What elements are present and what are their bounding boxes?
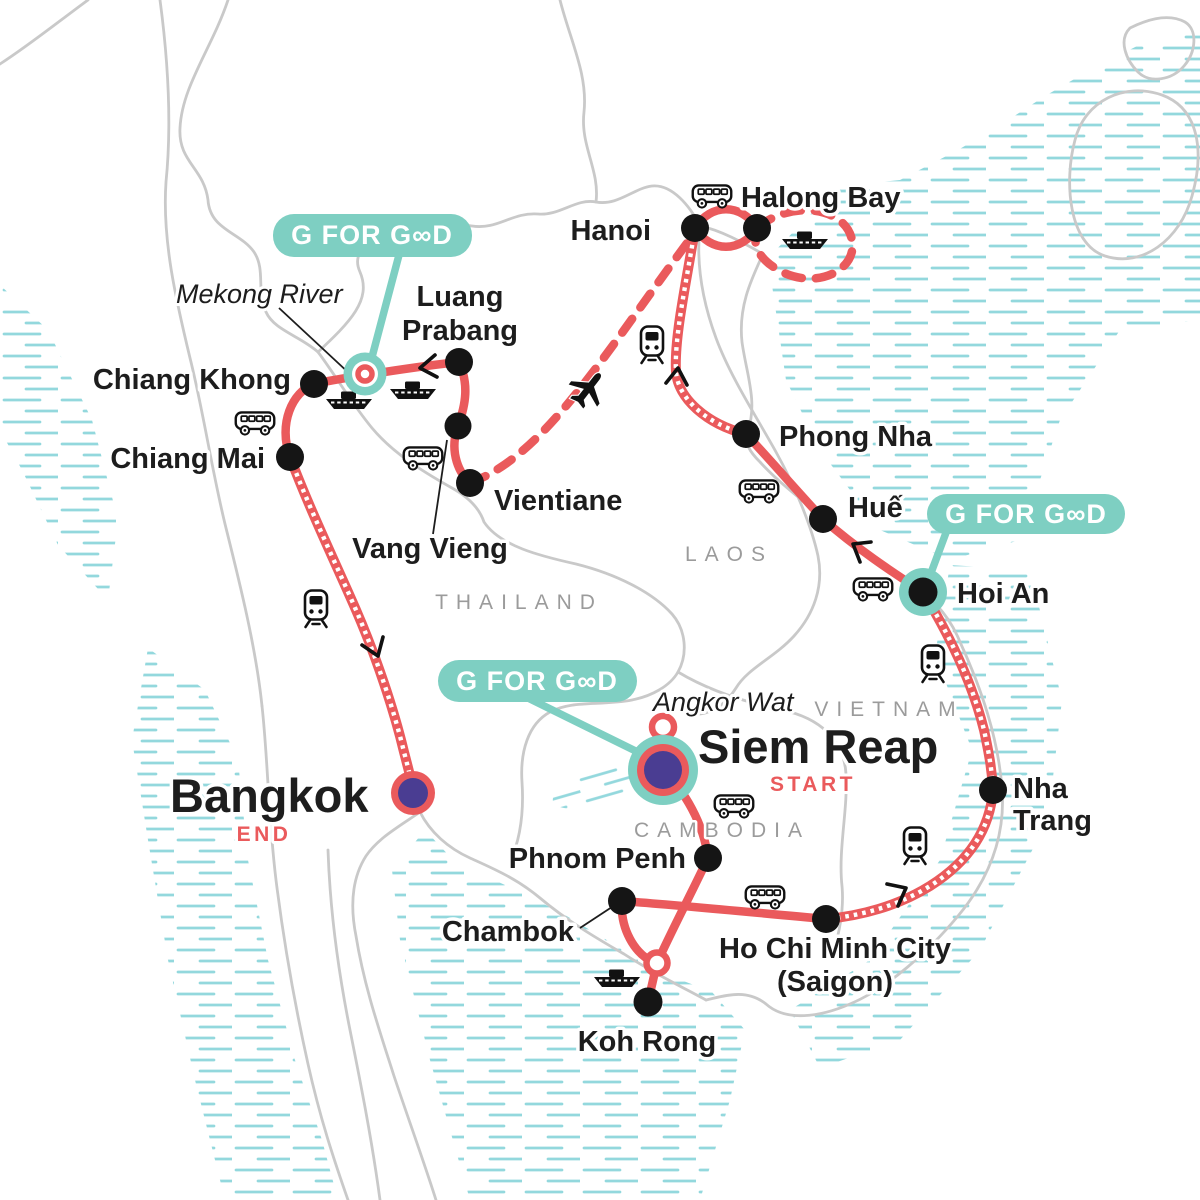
ho-chi-minh-marker [812,905,840,933]
chambok-pointer [579,904,616,929]
g-for-good-badge-label: G FOR G∞D [945,499,1107,529]
hanoi-label: Hanoi [570,215,651,247]
country-label-thailand: THAILAND [435,591,603,614]
route-chiang-khong-luang-prabang [309,357,464,389]
hainan-island [1068,89,1200,261]
landmark-labels: Mekong River Angkor Wat [173,276,798,720]
halong-bay-marker [743,214,771,242]
g-for-good-badges: G FOR G∞D G FOR G∞D G FOR G∞D [273,214,1125,702]
vang-vieng-marker [444,412,472,440]
bus-icon [852,577,894,602]
g-for-good-badge-label: G FOR G∞D [456,666,618,696]
koh-rong-marker [633,987,663,1017]
ho-chi-minh-label-line1: Ho Chi Minh City [719,933,951,965]
andaman-sea-water [132,648,338,1200]
train-icon [920,644,946,684]
route-halong-bay-cruise-loop [751,206,857,283]
chiang-khong-label: Chiang Khong [93,364,291,396]
hoi-an-marker [899,568,947,616]
bus-icon [713,794,755,819]
ho-chi-minh-label-line2: (Saigon) [777,966,893,998]
koh-rong-label: Koh Rong [578,1026,717,1058]
phnom-penh-label: Phnom Penh [509,843,686,875]
country-label-vietnam: VIETNAM [814,698,963,721]
chiang-khong-marker [300,370,328,398]
chambok-marker [608,887,636,915]
luang-prabang-marker [445,348,473,376]
luang-prabang-label-line2: Prabang [402,315,518,347]
bangkok-label: Bangkok [170,769,369,822]
g-for-good-badge: G FOR G∞D [927,494,1125,534]
siem-reap-start-marker [628,735,698,805]
halong-bay-label: Halong Bay [741,182,901,214]
hoi-an-label: Hoi An [957,578,1049,610]
city-markers [276,214,1007,1017]
phong-nha-marker [732,420,760,448]
route-rail-nha-trang-ho-chi-minh [821,785,998,924]
g-for-good-badge: G FOR G∞D [273,214,472,257]
train-icon [303,589,329,629]
phnom-penh-marker [694,844,722,872]
bus-icon [402,446,444,471]
arrow-northeast-to-nha-trang [885,882,908,908]
gulf-of-thailand-water [392,830,745,1200]
hue-label: Huế [848,492,904,524]
siem-reap-label: Siem Reap [698,720,938,773]
direction-arrows [360,353,908,908]
g-for-good-badge: G FOR G∞D [438,660,637,702]
water-hatching [0,30,1200,1200]
vientiane-marker [456,469,484,497]
bus-icon [738,479,780,504]
bus-icon [234,411,276,436]
south-china-sea-water [790,565,1062,1068]
route-chambok-ho-chi-minh [617,896,831,924]
country-label-laos: LAOS [685,543,773,566]
arrow-west-to-chiang-khong [418,353,439,379]
hue-marker [809,505,837,533]
mekong-river-pointer [278,307,352,376]
mekong-river-label: Mekong River [176,279,344,309]
gulf-of-tonkin-water [768,30,1200,560]
luang-prabang-label-line1: Luang [417,281,504,313]
arrow-northwest-to-hue [851,540,873,564]
mekong-river-gforgood-marker [343,352,387,396]
bus-icon [744,885,786,910]
country-labels: THAILAND LAOS VIETNAM CAMBODIA [433,541,963,845]
country-label-cambodia: CAMBODIA [634,819,810,842]
route-rail-hanoi-phong-nha [670,223,751,439]
g-for-good-badge-label: G FOR G∞D [291,220,453,250]
hanoi-marker [681,214,709,242]
start-tag: START [770,773,856,796]
nha-trang-marker [979,776,1007,804]
chambok-label: Chambok [442,916,575,948]
nha-trang-label-line2: Trang [1013,805,1092,837]
arrow-north-to-hanoi [664,366,689,387]
chiang-mai-marker [276,443,304,471]
route-rail-hoi-an-nha-trang [918,587,998,795]
tonle-sap-lake [552,765,654,809]
arrow-south-to-bangkok [360,635,385,658]
myanmar-coast-water [0,285,118,600]
angkor-wat-marker [648,712,678,742]
city-labels: Chiang Khong Chiang Mai Luang Prabang Va… [89,179,1095,1062]
vientiane-label: Vientiane [494,485,622,517]
train-icon [902,826,928,866]
chiang-mai-label: Chiang Mai [110,443,265,475]
end-tag: END [237,823,292,846]
vang-vieng-pointer [432,439,448,535]
vang-vieng-label: Vang Vieng [352,533,508,565]
angkor-wat-label: Angkor Wat [651,687,795,717]
bangkok-end-marker [391,771,435,815]
phong-nha-label: Phong Nha [779,421,933,453]
boat-icon [389,380,437,400]
train-icon [639,325,665,365]
sihanoukville-ring-marker [643,949,671,977]
bus-icon [691,184,733,209]
nha-trang-label-line1: Nha [1013,773,1069,805]
